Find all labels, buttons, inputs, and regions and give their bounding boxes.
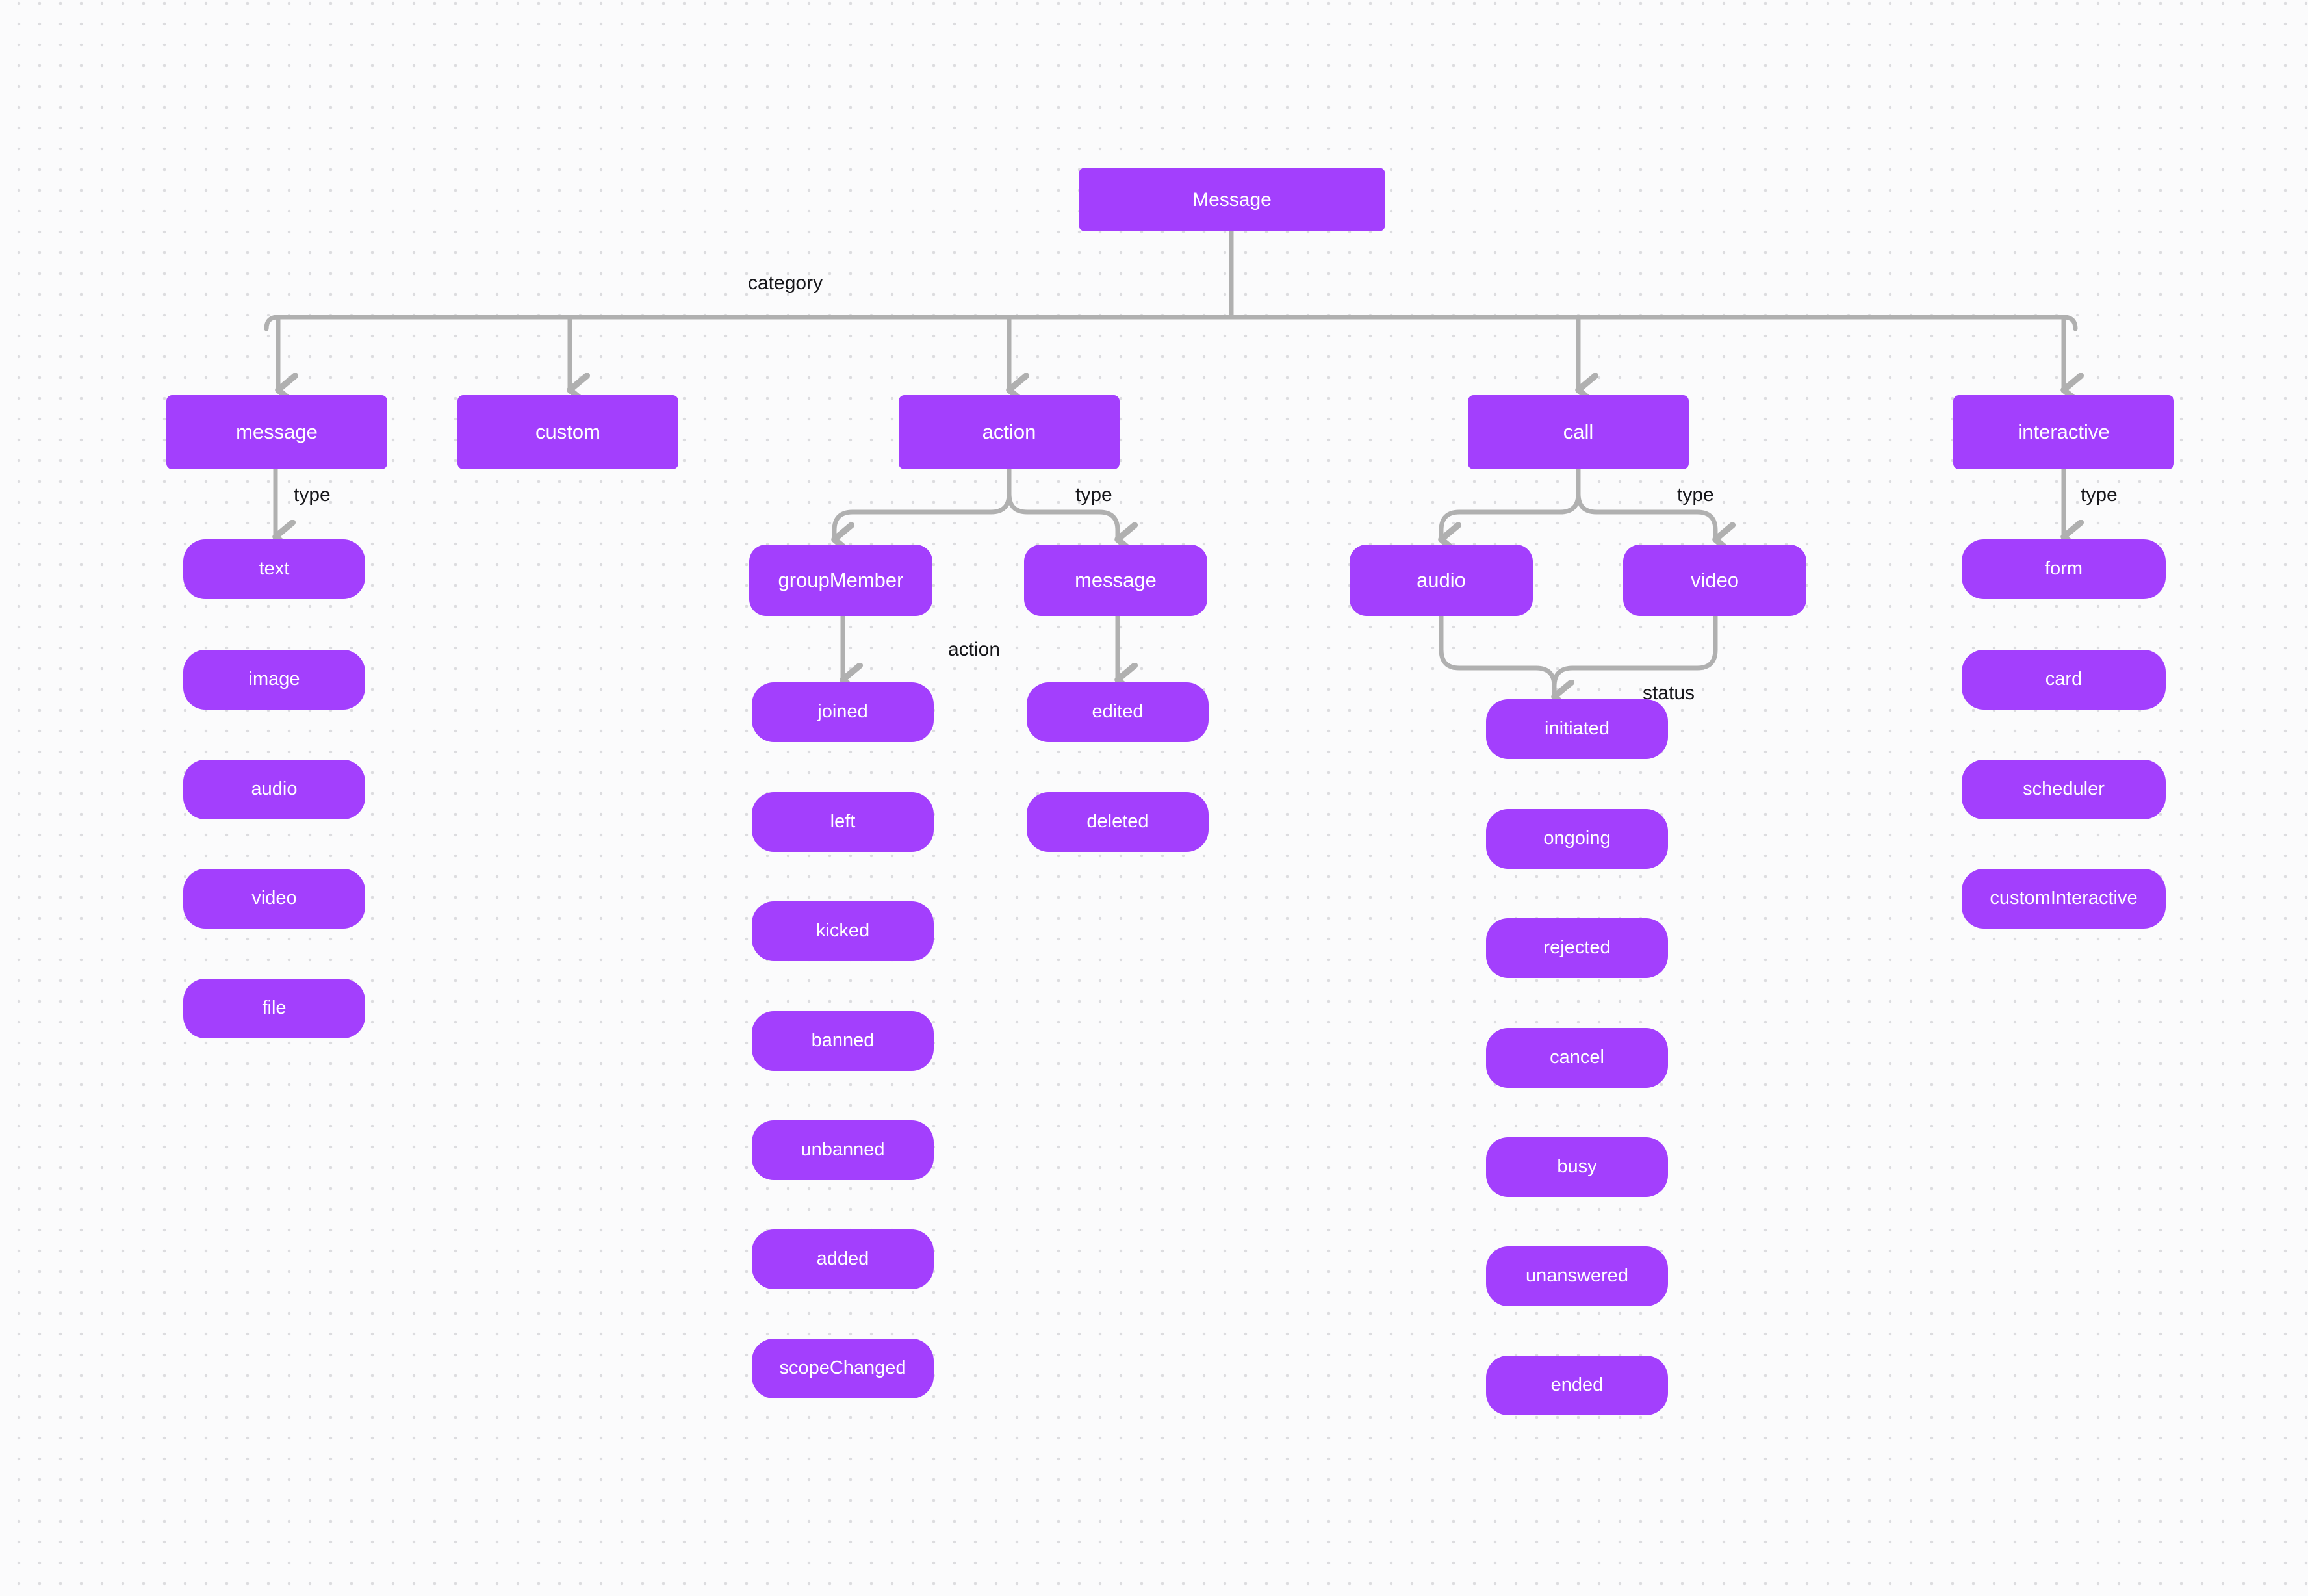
node-message-type-audio-label: audio — [251, 779, 298, 800]
node-groupmember-action-joined-label: joined — [817, 701, 868, 723]
node-call-status-ongoing-label: ongoing — [1543, 828, 1611, 849]
edge-label-type-message: type — [294, 484, 331, 506]
edge-action-split — [834, 467, 1012, 539]
node-action-type-groupmember[interactable]: groupMember — [749, 545, 932, 616]
node-interactive-type-custominteractive[interactable]: customInteractive — [1962, 869, 2166, 929]
node-message-action-deleted[interactable]: deleted — [1027, 792, 1209, 852]
node-groupmember-action-banned-label: banned — [811, 1030, 875, 1051]
node-call-status-busy[interactable]: busy — [1486, 1137, 1668, 1197]
edge-label-type-interactive: type — [2081, 484, 2118, 506]
node-message-action-edited[interactable]: edited — [1027, 682, 1209, 742]
node-groupmember-action-unbanned-label: unbanned — [801, 1139, 885, 1161]
node-call-status-busy-label: busy — [1557, 1156, 1597, 1178]
node-groupmember-action-unbanned[interactable]: unbanned — [752, 1120, 934, 1180]
node-message-type-audio[interactable]: audio — [183, 760, 365, 819]
node-category-interactive-label: interactive — [2018, 420, 2110, 443]
node-message-type-video[interactable]: video — [183, 869, 365, 929]
edge-call-split-left — [1441, 467, 1581, 539]
node-root-message[interactable]: Message — [1079, 168, 1385, 231]
node-call-type-video-label: video — [1690, 568, 1739, 591]
node-call-type-audio-label: audio — [1417, 568, 1466, 591]
node-interactive-type-card-label: card — [2045, 669, 2083, 690]
node-groupmember-action-kicked-label: kicked — [815, 920, 870, 942]
node-message-type-file-label: file — [262, 997, 287, 1019]
node-call-status-cancel[interactable]: cancel — [1486, 1028, 1668, 1088]
node-category-call-label: call — [1563, 420, 1594, 443]
node-message-type-image[interactable]: image — [183, 650, 365, 710]
node-message-type-text-label: text — [259, 558, 290, 580]
node-call-status-ended[interactable]: ended — [1486, 1356, 1668, 1415]
node-interactive-type-card[interactable]: card — [1962, 650, 2166, 710]
node-call-type-audio[interactable]: audio — [1350, 545, 1533, 616]
node-interactive-type-scheduler[interactable]: scheduler — [1962, 760, 2166, 819]
node-category-custom-label: custom — [535, 420, 600, 443]
node-interactive-type-form[interactable]: form — [1962, 539, 2166, 599]
node-call-status-unanswered-label: unanswered — [1526, 1265, 1628, 1287]
node-message-type-text[interactable]: text — [183, 539, 365, 599]
edge-label-action: action — [948, 639, 1001, 660]
node-message-type-image-label: image — [248, 669, 300, 690]
node-interactive-type-form-label: form — [2045, 558, 2083, 580]
node-groupmember-action-scopechanged[interactable]: scopeChanged — [752, 1339, 934, 1398]
node-call-status-ended-label: ended — [1550, 1374, 1604, 1396]
node-category-action[interactable]: action — [899, 395, 1120, 469]
node-interactive-type-scheduler-label: scheduler — [2023, 779, 2105, 800]
node-root-message-label: Message — [1192, 188, 1272, 211]
edge-label-type-action: type — [1075, 484, 1112, 506]
node-call-status-cancel-label: cancel — [1550, 1047, 1604, 1068]
node-message-type-file[interactable]: file — [183, 979, 365, 1038]
node-category-message[interactable]: message — [166, 395, 387, 469]
edge-bar-cap-right — [2061, 315, 2078, 331]
node-message-action-deleted-label: deleted — [1086, 811, 1149, 832]
node-groupmember-action-added-label: added — [816, 1248, 869, 1270]
node-groupmember-action-left[interactable]: left — [752, 792, 934, 852]
node-groupmember-action-scopechanged-label: scopeChanged — [779, 1358, 906, 1379]
node-action-type-groupmember-label: groupMember — [778, 568, 904, 591]
node-category-action-label: action — [982, 420, 1036, 443]
node-groupmember-action-banned[interactable]: banned — [752, 1011, 934, 1071]
edge-label-type-call: type — [1677, 484, 1714, 506]
node-action-type-message-label: message — [1075, 568, 1157, 591]
node-call-status-initiated[interactable]: initiated — [1486, 699, 1668, 759]
node-call-status-rejected[interactable]: rejected — [1486, 918, 1668, 978]
node-category-custom[interactable]: custom — [457, 395, 678, 469]
node-groupmember-action-joined[interactable]: joined — [752, 682, 934, 742]
node-action-type-message[interactable]: message — [1024, 545, 1207, 616]
node-message-type-video-label: video — [251, 888, 297, 909]
edge-bar-cap-left — [264, 315, 281, 331]
node-call-status-unanswered[interactable]: unanswered — [1486, 1246, 1668, 1306]
node-call-status-ongoing[interactable]: ongoing — [1486, 809, 1668, 869]
node-groupmember-action-kicked[interactable]: kicked — [752, 901, 934, 961]
node-call-status-initiated-label: initiated — [1545, 718, 1609, 740]
edge-label-category: category — [748, 272, 823, 294]
node-interactive-type-custominteractive-label: customInteractive — [1990, 888, 2138, 909]
node-groupmember-action-added[interactable]: added — [752, 1229, 934, 1289]
node-message-action-edited-label: edited — [1092, 701, 1144, 723]
edge-audio-to-status — [1439, 613, 1554, 697]
node-call-status-rejected-label: rejected — [1543, 937, 1611, 959]
node-category-call[interactable]: call — [1468, 395, 1689, 469]
node-call-type-video[interactable]: video — [1623, 545, 1806, 616]
node-category-message-label: message — [236, 420, 318, 443]
node-category-interactive[interactable]: interactive — [1953, 395, 2174, 469]
node-groupmember-action-left-label: left — [830, 811, 856, 832]
